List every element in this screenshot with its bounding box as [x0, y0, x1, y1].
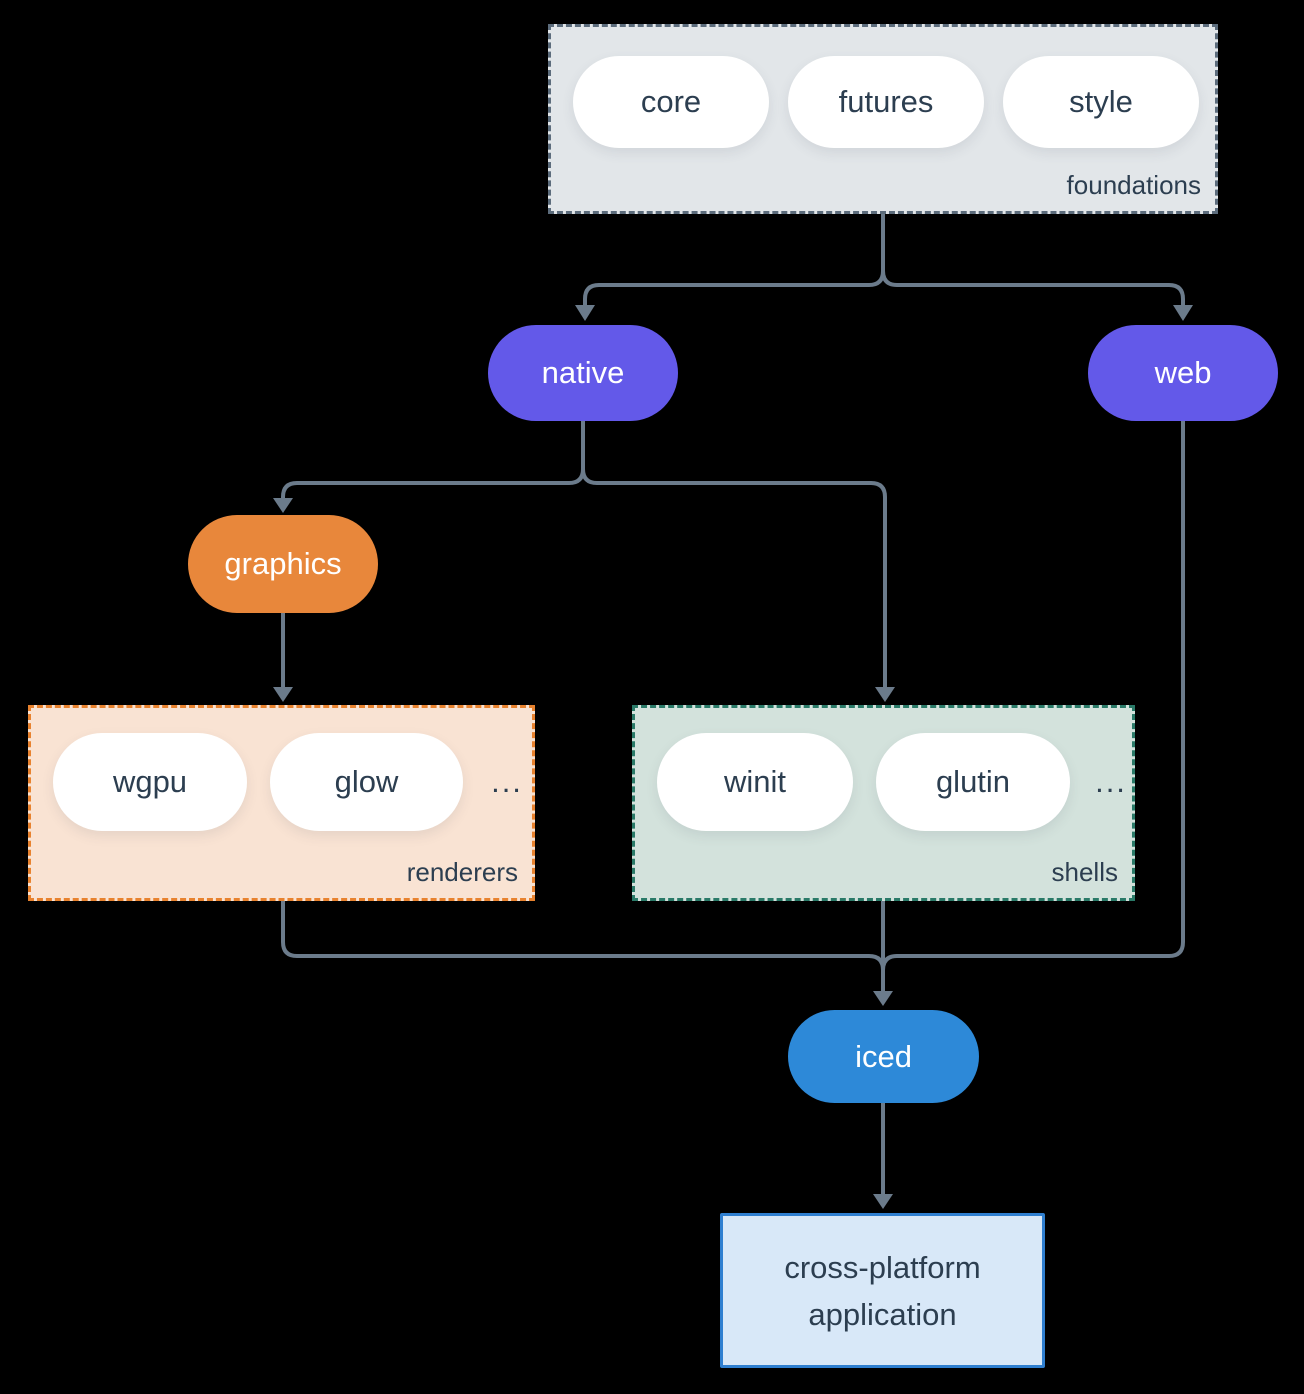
edge-native-shells: [581, 421, 887, 687]
winit-pill: winit: [657, 733, 853, 831]
native-label: native: [541, 355, 625, 390]
futures-label: futures: [838, 84, 934, 119]
core-pill: core: [573, 56, 769, 148]
arrowhead-shells: [875, 687, 895, 702]
winit-label: winit: [723, 764, 786, 799]
shells-group: winit glutin ... shells: [632, 705, 1135, 901]
cross-platform-application-box: cross-platform application: [720, 1213, 1045, 1368]
arrowhead-iced: [873, 991, 893, 1006]
web-label: web: [1154, 355, 1212, 390]
native-node: native: [488, 325, 678, 421]
foundations-group: core futures style foundations: [548, 24, 1218, 214]
graphics-label: graphics: [224, 546, 342, 581]
futures-pill: futures: [788, 56, 984, 148]
iced-node: iced: [788, 1010, 979, 1103]
iced-label: iced: [855, 1038, 912, 1074]
application-label-line1: cross-platform: [784, 1249, 981, 1285]
foundations-group-label: foundations: [1066, 170, 1201, 200]
glow-label: glow: [334, 764, 399, 799]
shells-ellipsis: ...: [1095, 764, 1127, 799]
arrowhead-native: [575, 305, 595, 321]
renderers-group: wgpu glow ... renderers: [28, 705, 535, 901]
renderers-ellipsis: ...: [491, 764, 523, 799]
glow-pill: glow: [270, 733, 463, 831]
edge-native-graphics: [281, 421, 585, 499]
application-label-line2: application: [808, 1296, 957, 1332]
style-label: style: [1069, 84, 1133, 119]
wgpu-pill: wgpu: [53, 733, 247, 831]
glutin-pill: glutin: [876, 733, 1070, 831]
edge-foundations-web: [881, 214, 1185, 306]
arrowhead-renderers: [273, 687, 293, 702]
arrowhead-graphics: [273, 498, 293, 513]
shells-group-label: shells: [1051, 857, 1118, 887]
wgpu-label: wgpu: [112, 764, 188, 799]
core-label: core: [640, 84, 702, 119]
edge-renderers-iced: [281, 900, 885, 991]
style-pill: style: [1003, 56, 1199, 148]
web-node: web: [1088, 325, 1278, 421]
graphics-node: graphics: [188, 515, 378, 613]
arrowhead-application: [873, 1194, 893, 1209]
renderers-group-label: renderers: [406, 857, 518, 887]
arrowhead-web: [1173, 305, 1193, 321]
glutin-label: glutin: [935, 764, 1011, 799]
edge-foundations-native: [583, 214, 885, 306]
